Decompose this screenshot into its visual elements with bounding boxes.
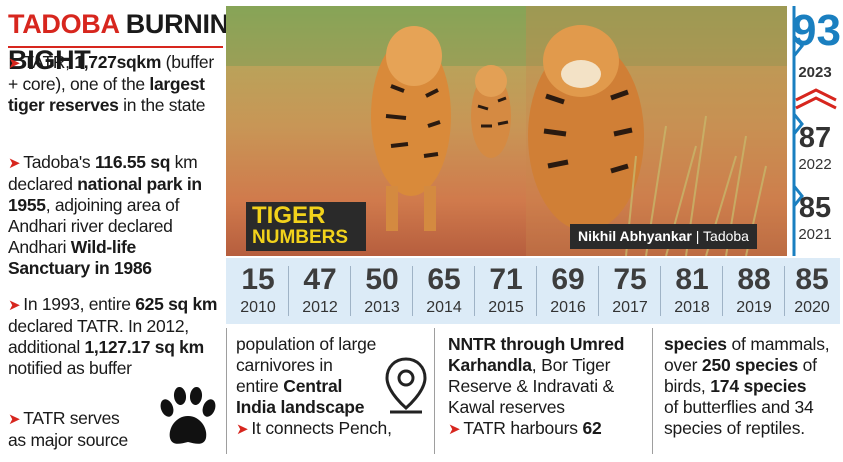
year-2022: 2022: [798, 156, 832, 173]
count-2022: 87: [798, 122, 832, 154]
divider: [474, 266, 475, 316]
tiger-photo: TIGER NUMBERS Nikhil Abhyankar | Tadoba: [226, 6, 787, 256]
text-column-3: NNTR through Umred Karhandla, Bor Tiger …: [448, 334, 625, 438]
count-2021: 85: [798, 192, 832, 224]
fact-source: ➤TATR serves as major source: [8, 408, 128, 450]
latest-year: 2023: [798, 64, 832, 81]
fact-tatr-declared: ➤In 1993, entire 625 sq km declared TATR…: [8, 294, 218, 378]
text-column-2: population of large carnivores in entire…: [236, 334, 392, 438]
tiger-numbers-label: TIGER NUMBERS: [246, 202, 366, 251]
arrow-icon: ➤: [8, 297, 21, 314]
fact-area: ➤TATR, 1,727sqkm (buffer + core), one of…: [8, 52, 214, 115]
column-divider: [226, 328, 227, 454]
photo-credit: Nikhil Abhyankar | Tadoba: [570, 224, 757, 249]
divider: [288, 266, 289, 316]
headline-rule: [8, 46, 223, 48]
tiger-label-line1: TIGER: [252, 202, 326, 229]
text-column-4: species of mammals, over 250 species of …: [664, 334, 830, 438]
grass: [625, 115, 767, 256]
recent-counts-column: 93 2023 87 2022 85 2021: [790, 6, 841, 256]
location-pin-icon: [385, 357, 427, 414]
divider: [722, 266, 723, 316]
tiger-cub: [471, 65, 511, 158]
rising-chevron-icon: [795, 88, 837, 110]
arrow-icon: ➤: [236, 421, 249, 438]
divider: [350, 266, 351, 316]
divider: [660, 266, 661, 316]
tiger-illustration: [226, 6, 787, 256]
arrow-icon: ➤: [8, 155, 21, 172]
credit-place: Tadoba: [703, 228, 749, 244]
divider: [784, 266, 785, 316]
paw-print-icon: [160, 387, 216, 444]
blue-bracket: [792, 6, 804, 256]
divider: [536, 266, 537, 316]
year-2021: 2021: [798, 226, 832, 243]
arrow-icon: ➤: [448, 421, 461, 438]
divider: [412, 266, 413, 316]
credit-name: Nikhil Abhyankar: [578, 228, 692, 244]
column-divider: [652, 328, 653, 454]
arrow-icon: ➤: [8, 55, 21, 72]
column-divider: [434, 328, 435, 454]
tiger-right: [528, 25, 644, 231]
fact-national-park: ➤Tadoba's 116.55 sq km declared national…: [8, 152, 202, 278]
tiger-left: [371, 26, 451, 231]
credit-separator: |: [691, 228, 704, 244]
arrow-icon: ➤: [8, 411, 21, 428]
divider: [598, 266, 599, 316]
headline-red: TADOBA: [8, 9, 120, 39]
tiger-label-line2: NUMBERS: [252, 227, 349, 248]
latest-count: 93: [792, 6, 841, 55]
